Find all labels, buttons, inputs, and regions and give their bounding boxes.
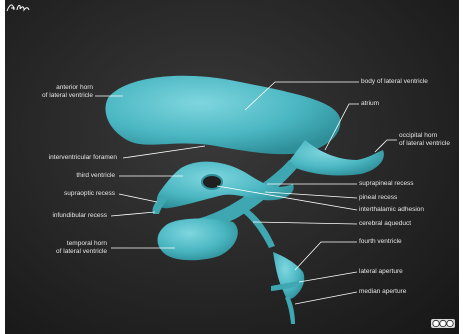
label-interthalamic-adhesion: interthalamic adhesion [359,206,424,214]
label-suprapineal-recess: suprapineal recess [359,180,414,188]
artist-signature [5,0,31,14]
median-aperture-shape [285,296,295,324]
atrium-occipital-horn [287,140,384,176]
cerebral-aqueduct-shape [239,206,275,248]
label-lateral-aperture: lateral aperture [359,268,403,276]
fourth-ventricle-shape [273,252,304,300]
label-occipital-horn-line2: of lateral ventricle [399,140,450,148]
label-atrium: atrium [361,100,379,108]
label-cerebral-aqueduct: cerebral aqueduct [359,220,411,228]
label-occipital-horn: occipital horn of lateral ventricle [399,132,450,148]
label-anterior-horn: anterior horn of lateral ventricle [5,84,93,100]
label-anterior-horn-line1: anterior horn [5,84,93,92]
cc-license-badge [431,319,455,328]
ventricle-drawing [5,0,459,334]
label-temporal-horn: temporal horn of lateral ventricle [5,240,107,256]
cc-license-icon [431,319,455,328]
label-supraoptic-recess: supraoptic recess [5,190,115,198]
ventricular-system-illustration: anterior horn of lateral ventricle inter… [5,0,459,334]
label-pineal-recess: pineal recess [359,194,397,202]
label-median-aperture: median aperture [359,288,406,296]
temporal-horn [158,219,238,261]
interthalamic-adhesion-shape [202,175,222,189]
label-temporal-horn-line1: temporal horn [5,240,107,248]
label-body-lateral-ventricle: body of lateral ventricle [361,78,428,86]
label-temporal-horn-line2: of lateral ventricle [5,248,107,256]
label-infundibular-recess: infundibular recess [5,212,107,220]
label-fourth-ventricle: fourth ventricle [359,238,402,246]
label-anterior-horn-line2: of lateral ventricle [5,92,93,100]
label-occipital-horn-line1: occipital horn [399,132,450,140]
label-interventricular-foramen: interventricular foramen [5,154,117,162]
label-third-ventricle: third ventricle [5,172,115,180]
